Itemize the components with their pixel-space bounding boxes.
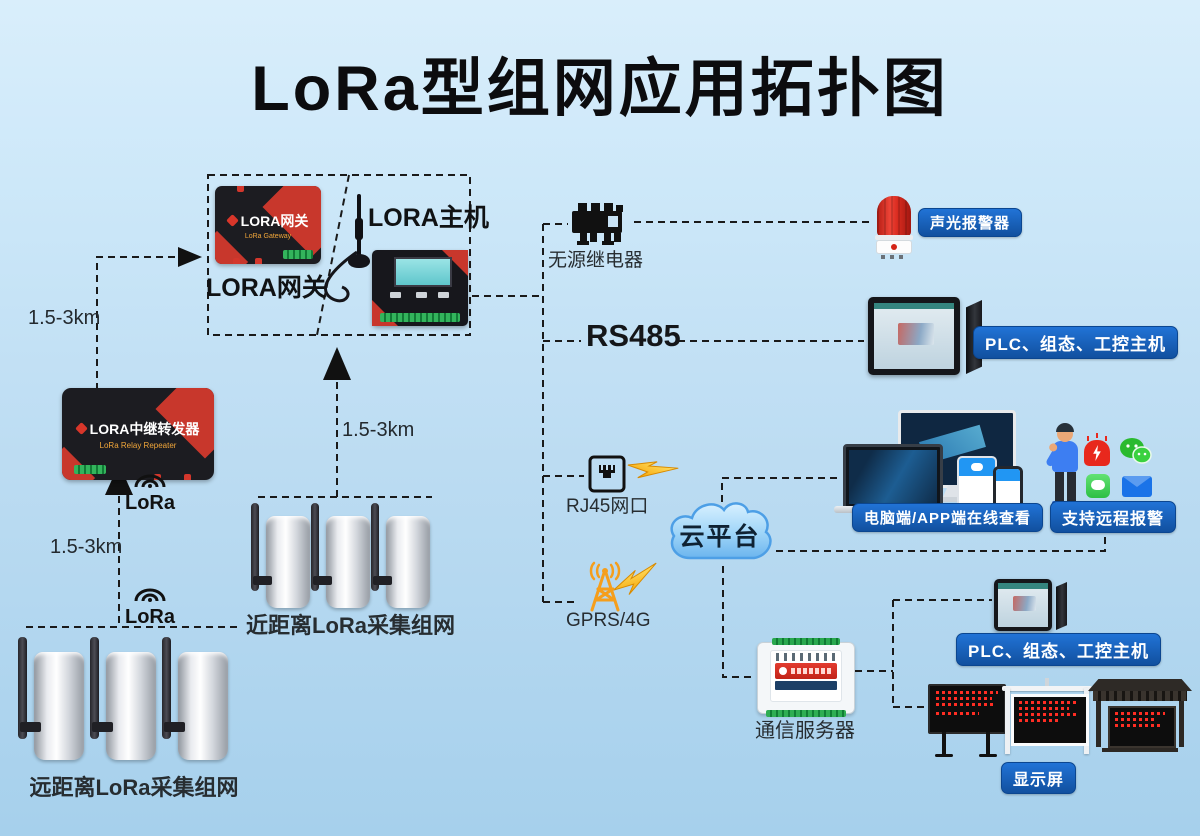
antenna-connector bbox=[255, 258, 262, 264]
near-collector-cluster bbox=[250, 503, 430, 608]
rj45-icon bbox=[588, 455, 626, 493]
lora-logo: LoRa bbox=[122, 586, 178, 629]
far-collector-cluster bbox=[12, 637, 228, 760]
led-screen bbox=[1108, 706, 1176, 748]
wechat-icon bbox=[1120, 438, 1152, 464]
industrial-monitor bbox=[868, 297, 960, 375]
host-caption: LORA主机 bbox=[368, 204, 489, 232]
rj45-caption: RJ45网口 bbox=[566, 496, 649, 517]
distance-label: 1.5-3km bbox=[28, 307, 101, 329]
industrial-monitor bbox=[994, 579, 1052, 631]
terminal-block bbox=[380, 313, 460, 322]
antenna-connector bbox=[233, 258, 240, 264]
cloud-icon bbox=[670, 502, 772, 560]
rs485-label: RS485 bbox=[586, 318, 681, 353]
relay-caption: 无源继电器 bbox=[548, 250, 644, 271]
collector-device bbox=[18, 637, 84, 760]
relay-icon bbox=[572, 203, 623, 245]
devices-badge: 电脑端/APP端在线查看 bbox=[852, 503, 1044, 532]
page-title: LoRa型组网应用拓扑图 bbox=[251, 54, 949, 124]
lora-host-device bbox=[372, 250, 468, 326]
collector-device bbox=[162, 637, 228, 760]
collector-device bbox=[90, 637, 156, 760]
remote-alarm-badge: 支持远程报警 bbox=[1050, 501, 1177, 533]
distance-label: 1.5-3km bbox=[342, 419, 415, 441]
lightning-icon bbox=[613, 562, 657, 595]
antenna-connector bbox=[237, 186, 244, 192]
lora-signal-icon bbox=[134, 474, 166, 488]
gateway-caption: LORA网关 bbox=[206, 274, 327, 302]
lora-logo-text: LoRa bbox=[125, 492, 175, 514]
gprs-caption: GPRS/4G bbox=[566, 610, 651, 631]
lightning-icon bbox=[627, 461, 679, 479]
collector-device bbox=[251, 503, 310, 608]
laptop bbox=[843, 444, 943, 510]
sms-icon bbox=[1086, 474, 1110, 498]
collector-device bbox=[311, 503, 370, 608]
cloud-caption: 云平台 bbox=[679, 523, 761, 551]
server-caption: 通信服务器 bbox=[755, 720, 855, 742]
repeater-device-title: LORA中继转发器 bbox=[89, 420, 200, 437]
lora-gateway-device: LORA网关 LoRa Gateway bbox=[215, 186, 321, 264]
brand-logo-icon bbox=[225, 214, 239, 227]
pc-app-cluster bbox=[834, 410, 1023, 520]
lora-signal-icon bbox=[134, 588, 166, 602]
repeater-device-subtitle: LoRa Relay Repeater bbox=[99, 440, 177, 450]
monitor-screen bbox=[998, 583, 1048, 627]
host-antenna-icon bbox=[348, 194, 388, 292]
gprs-antenna-icon bbox=[589, 561, 621, 612]
led-screen bbox=[1011, 694, 1089, 746]
alarm-badge: 声光报警器 bbox=[918, 208, 1023, 237]
plc-badge-top: PLC、组态、工控主机 bbox=[973, 326, 1178, 359]
led-display-pavilion bbox=[1088, 676, 1192, 752]
pavilion-roof bbox=[1088, 679, 1192, 691]
terminal-block bbox=[283, 250, 313, 259]
server-brand-band bbox=[775, 663, 837, 679]
siren-icon bbox=[1084, 440, 1110, 466]
far-cluster-caption: 远距离LoRa采集组网 bbox=[29, 775, 239, 800]
lora-logo: LoRa bbox=[122, 472, 178, 515]
communication-server-device bbox=[757, 638, 855, 717]
mail-icon bbox=[1122, 476, 1152, 497]
distance-label: 1.5-3km bbox=[50, 536, 123, 558]
display-badge: 显示屏 bbox=[1001, 762, 1077, 794]
lora-logo-text: LoRa bbox=[125, 606, 175, 628]
led-screen bbox=[928, 684, 1006, 734]
antenna-connector bbox=[184, 474, 191, 480]
gateway-device-subtitle: LoRa Gateway bbox=[244, 232, 292, 240]
alarm-beacon bbox=[874, 196, 914, 259]
led-display-stand bbox=[1002, 678, 1092, 758]
led-display-board bbox=[928, 684, 1006, 757]
near-cluster-caption: 近距离LoRa采集组网 bbox=[246, 613, 456, 638]
terminal-block bbox=[74, 465, 106, 474]
gateway-device-title: LORA网关 bbox=[240, 212, 309, 229]
plc-badge-bottom: PLC、组态、工控主机 bbox=[956, 633, 1161, 666]
lora-repeater-device: LORA中继转发器 LoRa Relay Repeater bbox=[62, 388, 214, 480]
terminal-block bbox=[766, 710, 846, 717]
collector-device bbox=[371, 503, 430, 608]
monitor-screen bbox=[874, 303, 954, 369]
terminal-block bbox=[772, 638, 840, 645]
alert-icon-grid bbox=[1084, 436, 1154, 498]
monitor-side-panel bbox=[1056, 582, 1067, 630]
lcd-screen bbox=[394, 257, 452, 287]
brand-logo-icon bbox=[74, 422, 88, 435]
alarm-dome bbox=[877, 196, 911, 236]
